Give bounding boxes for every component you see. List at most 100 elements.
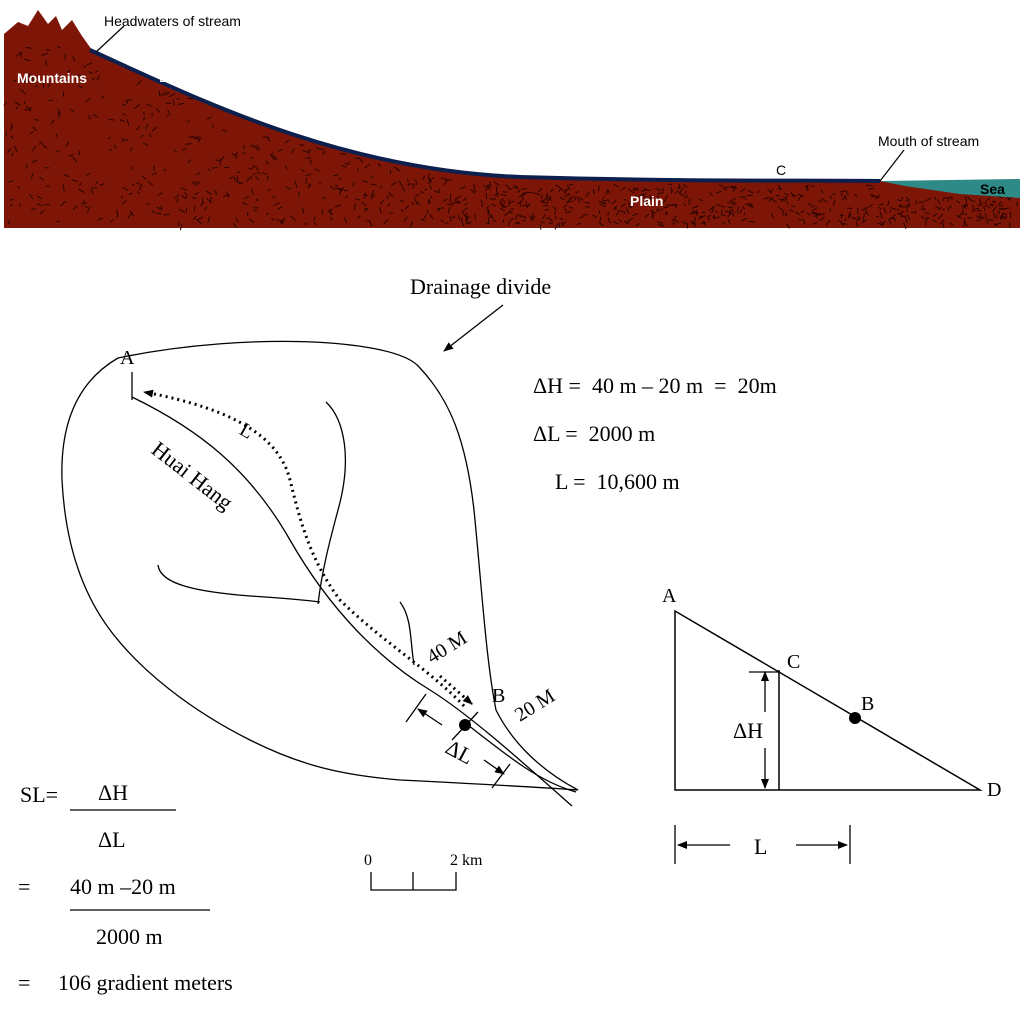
ground-speckle: [19, 89, 24, 92]
ground-speckle: [870, 193, 875, 197]
ground-speckle: [943, 197, 950, 199]
ground-speckle: [738, 209, 743, 214]
ground-speckle: [451, 216, 456, 219]
ground-speckle: [422, 175, 426, 181]
ground-speckle: [29, 131, 34, 135]
ground-speckle: [151, 126, 158, 132]
ground-speckle: [709, 192, 714, 197]
ground-speckle: [937, 199, 941, 206]
ground-speckle: [490, 214, 494, 220]
ground-speckle: [429, 184, 432, 190]
ground-speckle: [357, 215, 361, 220]
ground-speckle: [321, 196, 327, 200]
ground-speckle: [253, 144, 259, 151]
ground-speckle: [983, 207, 986, 212]
ground-speckle: [529, 215, 535, 222]
ground-speckle: [90, 188, 94, 195]
ground-speckle: [44, 59, 48, 66]
ground-speckle: [284, 165, 288, 170]
ground-speckle: [812, 221, 818, 225]
ground-speckle: [119, 119, 125, 122]
drainage-divide-label: Drainage divide: [410, 274, 551, 299]
ground-speckle: [361, 180, 369, 183]
ground-speckle: [566, 200, 573, 204]
delta-l-lower-tick: [491, 763, 511, 789]
ground-speckle: [598, 185, 600, 192]
ground-speckle: [270, 217, 275, 221]
formula-denominator-1: ΔL: [98, 827, 126, 852]
ground-speckle: [208, 168, 211, 172]
ground-speckle: [999, 216, 1006, 219]
ground-speckle: [942, 197, 945, 202]
ground-speckle: [514, 221, 521, 225]
ground-speckle: [504, 211, 510, 217]
ground-speckle: [253, 209, 258, 212]
ground-speckle: [856, 216, 862, 220]
ground-speckle: [837, 219, 843, 223]
ground-speckle: [661, 199, 667, 205]
ground-speckle: [130, 147, 133, 152]
ground-speckle: [42, 81, 45, 89]
ground-speckle: [549, 197, 552, 202]
ground-speckle: [671, 218, 675, 222]
ground-speckle: [494, 192, 500, 197]
ground-speckle: [290, 215, 296, 222]
ground-speckle: [688, 198, 691, 205]
ground-speckle: [55, 150, 60, 153]
plain-label: Plain: [630, 193, 663, 209]
ground-speckle: [907, 204, 911, 208]
ground-speckle: [305, 149, 309, 154]
ground-speckle: [490, 203, 497, 207]
ground-speckle: [1009, 211, 1012, 219]
ground-speckle: [750, 203, 754, 209]
ground-speckle: [971, 208, 976, 213]
ground-speckle: [156, 212, 162, 215]
ground-speckle: [542, 205, 549, 207]
ground-speckle: [10, 135, 14, 140]
scale-start-label: 0: [364, 852, 372, 869]
ground-speckle: [437, 207, 444, 210]
ground-speckle: [649, 194, 652, 201]
ground-speckle: [788, 209, 794, 212]
ground-speckle: [999, 212, 1004, 219]
ground-speckle: [920, 215, 925, 219]
ground-speckle: [82, 65, 87, 68]
ground-speckle: [302, 207, 305, 214]
ground-speckle: [554, 223, 559, 230]
ground-speckle: [992, 205, 998, 212]
ground-speckle: [806, 212, 811, 216]
ground-speckle: [406, 178, 409, 183]
ground-speckle: [428, 198, 431, 204]
ground-speckle: [86, 62, 93, 66]
ground-speckle: [623, 198, 628, 201]
ground-speckle: [712, 216, 717, 219]
ground-speckle: [442, 198, 448, 203]
ground-speckle: [160, 205, 163, 211]
stream-length-label: L: [236, 418, 258, 443]
ground-speckle: [500, 193, 507, 196]
ground-speckle: [209, 197, 212, 203]
ground-speckle: [78, 182, 82, 187]
ground-speckle: [337, 177, 342, 180]
ground-speckle: [265, 212, 270, 216]
ground-speckle: [136, 191, 140, 194]
ground-speckle: [57, 111, 60, 119]
ground-speckle: [513, 185, 519, 188]
ground-speckle: [691, 211, 698, 215]
ground-speckle: [344, 162, 349, 166]
ground-speckle: [235, 180, 241, 184]
formula-numerator-1: ΔH: [98, 780, 128, 805]
ground-speckle: [166, 114, 171, 117]
ground-speckle: [176, 98, 180, 100]
ground-speckle: [934, 205, 941, 210]
ground-speckle: [976, 209, 982, 212]
ground-speckle: [907, 202, 911, 207]
ground-speckle: [86, 206, 91, 213]
ground-speckle: [962, 204, 967, 210]
ground-speckle: [493, 181, 500, 186]
ground-cross-section: [4, 10, 1020, 228]
ground-speckle: [298, 191, 300, 197]
ground-speckle: [180, 187, 188, 191]
ground-speckle: [947, 196, 951, 203]
stream-length-gradient-formula: SL= ΔH ΔL = 40 m –20 m 2000 m = 106 grad…: [18, 780, 233, 995]
